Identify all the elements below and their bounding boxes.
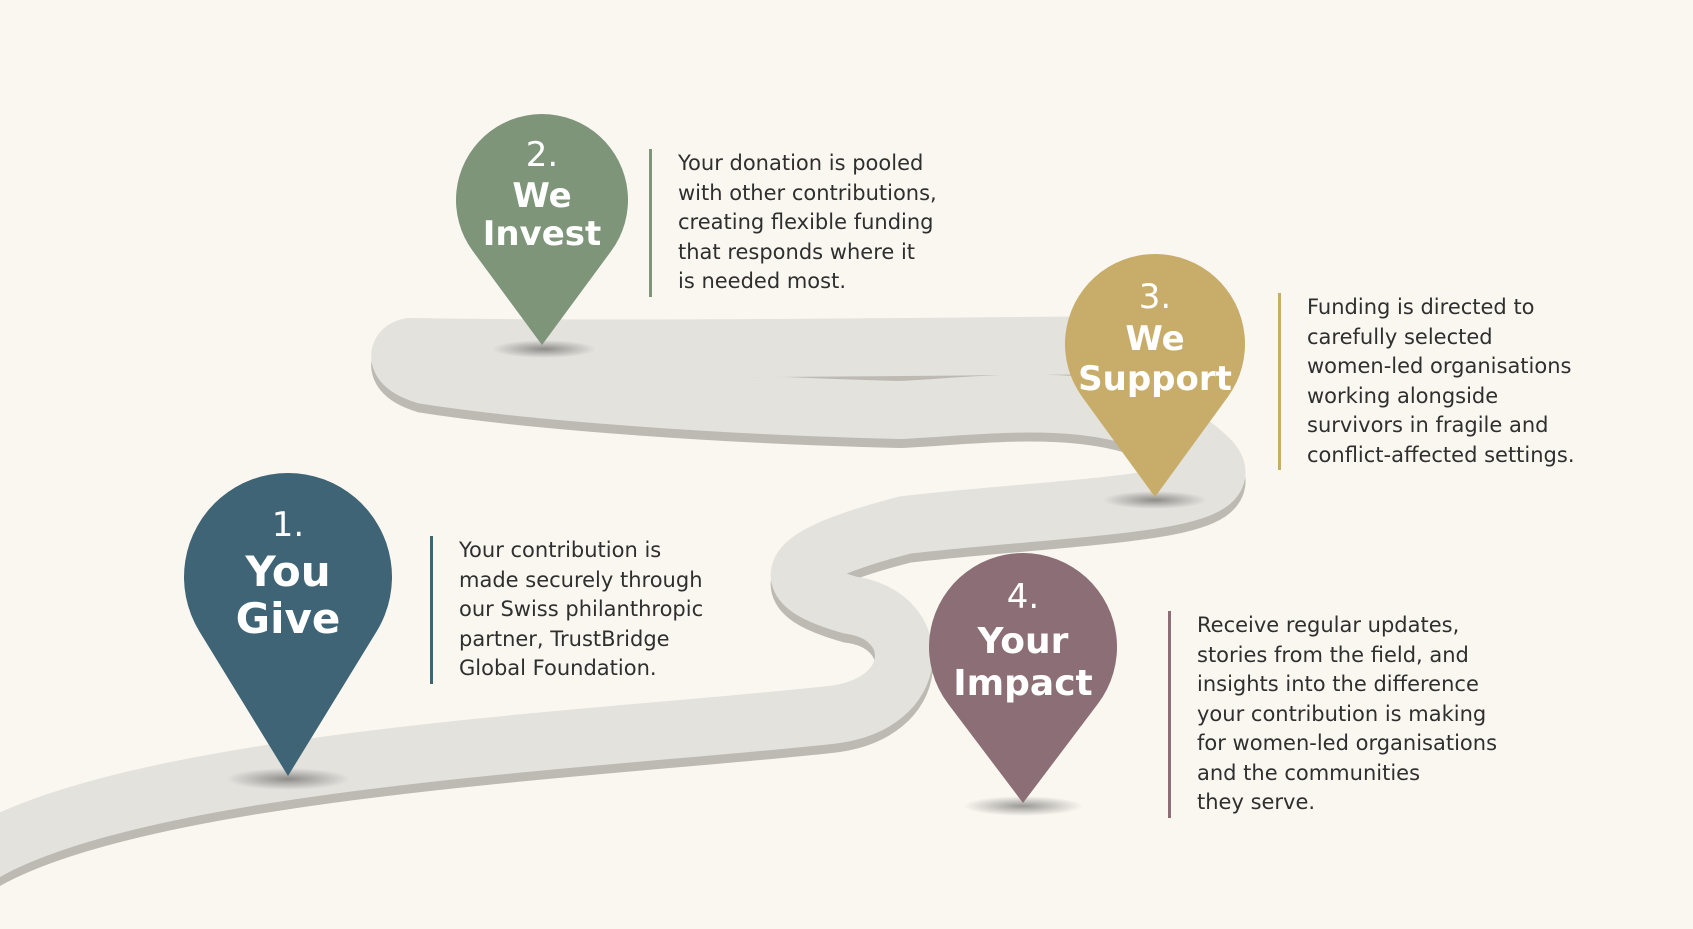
description-line: Funding is directed to	[1307, 295, 1535, 319]
step-title-line: Invest	[483, 214, 602, 254]
step-number: 2.	[526, 135, 558, 175]
description-line: for women-led organisations	[1197, 731, 1498, 755]
step-title-line: We	[1125, 319, 1184, 359]
description-line: that responds where it	[678, 239, 916, 264]
step-number: 3.	[1139, 277, 1171, 317]
step-4-description: Receive regular updates, stories from th…	[1168, 611, 1517, 818]
step-number: 4.	[1007, 577, 1039, 617]
description-line: partner, TrustBridge	[459, 626, 670, 651]
description-line: survivors in fragile and	[1307, 413, 1549, 437]
description-line: working alongside	[1307, 383, 1499, 408]
description-line: conflict-affected settings.	[1307, 442, 1575, 467]
description-line: our Swiss philanthropic	[459, 597, 704, 621]
step-title-line: Give	[236, 594, 341, 643]
step-title-line: Your	[977, 621, 1069, 662]
description-line: Your donation is pooled	[678, 151, 924, 175]
description-line: Receive regular updates,	[1197, 613, 1460, 637]
map-pin-icon	[1065, 253, 1246, 497]
description-line: Your contribution is	[459, 538, 662, 562]
description-line: women-led organisations	[1307, 354, 1572, 378]
description-line: with other contributions,	[678, 180, 937, 205]
pin-2-shadow	[492, 340, 596, 358]
pin-1-shadow	[226, 768, 350, 790]
description-line: creating flexible funding	[678, 210, 934, 234]
step-title-line: We	[512, 176, 571, 216]
map-pin-icon	[928, 553, 1117, 803]
description-line: made securely through	[459, 567, 703, 592]
description-line: stories from the field, and	[1197, 642, 1469, 667]
map-pin-icon	[456, 114, 629, 345]
description-line: your contribution is making	[1197, 701, 1487, 726]
description-line: and the communities	[1197, 760, 1421, 785]
pin-3-shadow	[1103, 491, 1207, 509]
step-title-line: Impact	[953, 663, 1093, 704]
step-1-description: Your contribution is made securely throu…	[430, 536, 759, 684]
step-number: 1.	[272, 505, 304, 545]
description-line: is needed most.	[678, 269, 847, 293]
description-line: they serve.	[1197, 790, 1316, 814]
step-title-line: Support	[1078, 359, 1232, 399]
winding-road	[0, 316, 1246, 887]
description-line: insights into the difference	[1197, 672, 1479, 696]
map-pin-icon	[184, 473, 393, 776]
step-2-description: Your donation is pooled with other contr…	[649, 149, 978, 297]
pin-4-shadow	[963, 796, 1083, 816]
step-title-line: You	[244, 547, 330, 596]
description-line: carefully selected	[1307, 324, 1493, 349]
description-line: Global Foundation.	[459, 656, 657, 680]
step-3-description: Funding is directed to carefully selecte…	[1278, 293, 1627, 470]
